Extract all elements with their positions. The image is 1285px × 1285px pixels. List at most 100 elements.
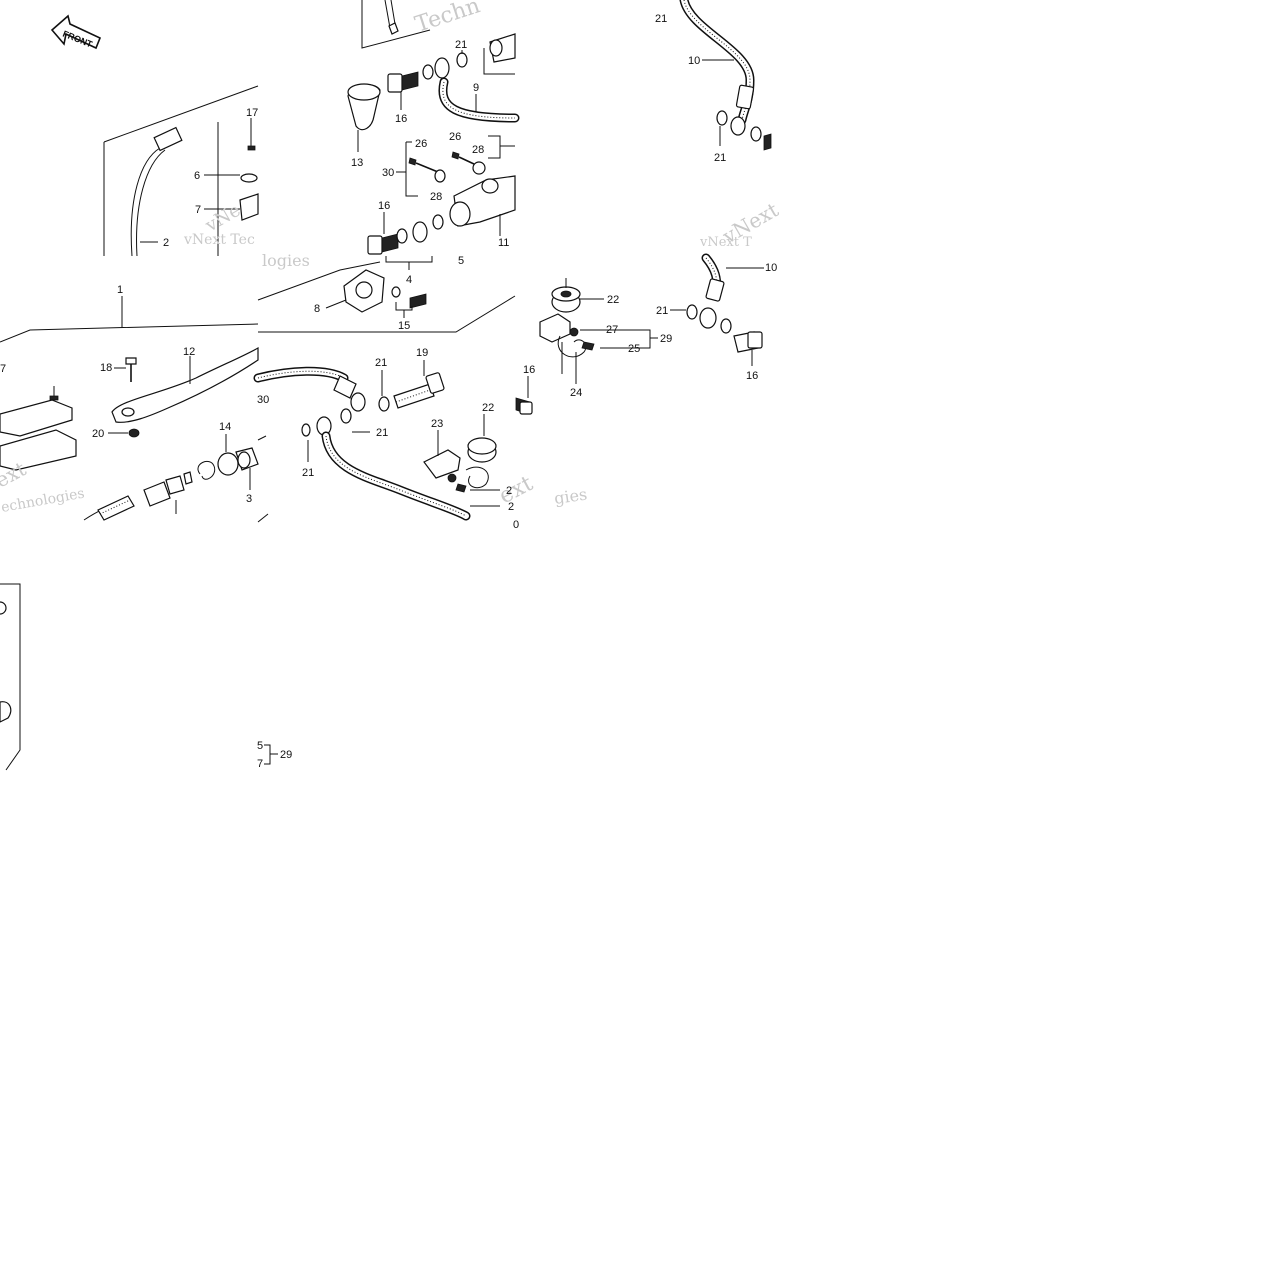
brake-lever (111, 346, 259, 423)
washer-part (456, 52, 468, 68)
callout-6: 6 (194, 170, 200, 182)
callout-28: 28 (472, 144, 484, 156)
callout-21: 21 (302, 467, 314, 479)
callout-25: 25 (628, 343, 640, 355)
callout-13: 13 (351, 157, 363, 169)
housing-outline-upper (361, 0, 431, 49)
circlip-part (197, 461, 216, 480)
callout-2: 2 (163, 237, 169, 249)
callout-21: 21 (376, 427, 388, 439)
callout-28: 28 (430, 191, 442, 203)
callout-7: 7 (0, 363, 6, 375)
callout-21: 21 (656, 305, 668, 317)
callout-18: 18 (100, 362, 112, 374)
callout-24: 24 (570, 387, 582, 399)
callout-21: 21 (714, 152, 726, 164)
washer-part (432, 214, 444, 230)
callout-23: 23 (431, 418, 443, 430)
hose-bracket (539, 313, 571, 343)
watermark-text: echnologies (0, 486, 86, 516)
bolt-part (367, 235, 383, 255)
hose-bracket (423, 449, 461, 479)
banjo-part (412, 221, 428, 243)
callout-9: 9 (473, 82, 479, 94)
callout-26: 26 (449, 131, 461, 143)
callout-27: 27 (606, 324, 618, 336)
housing-outline (103, 85, 259, 143)
callout-2: 2 (508, 501, 514, 513)
watermark-text: gies (553, 485, 588, 508)
banjo-part (699, 307, 717, 329)
callout-16: 16 (746, 370, 758, 382)
callout-16: 16 (395, 113, 407, 125)
callout-22: 22 (607, 294, 619, 306)
callout-11: 11 (498, 237, 509, 249)
washer-part (720, 318, 732, 334)
callout-7: 7 (257, 758, 263, 770)
callout-20: 20 (92, 428, 104, 440)
callout-7: 7 (195, 204, 201, 216)
callout-10: 10 (765, 262, 777, 274)
front-arrow-icon: FRONT (50, 14, 102, 50)
switch-body (153, 126, 183, 152)
callout-15: 15 (398, 320, 410, 332)
callout-21: 21 (455, 39, 467, 51)
callout-19: 19 (416, 347, 428, 359)
banjo-part (730, 116, 746, 136)
washer-part (240, 173, 258, 183)
housing-outline (0, 583, 21, 771)
callout-3: 3 (246, 493, 252, 505)
hose-fitting (735, 84, 755, 110)
callout-17: 17 (246, 107, 258, 119)
washer-part (716, 110, 728, 126)
callout-21: 21 (655, 13, 667, 25)
callout-10: 10 (688, 55, 700, 67)
washer-part (396, 228, 408, 244)
housing-outline (0, 323, 259, 343)
callout-4: 4 (406, 274, 412, 286)
callout-1: 1 (117, 284, 123, 296)
banjo-part (350, 392, 366, 412)
washer-part (422, 64, 434, 80)
callout-8: 8 (314, 303, 320, 315)
watermark-text: vNext T (699, 235, 752, 250)
washer-part (340, 408, 352, 424)
washer-part (378, 396, 390, 412)
hose-fitting (705, 278, 725, 302)
bolt-part (387, 73, 403, 93)
callout-30: 30 (257, 394, 269, 406)
banjo-part (434, 57, 450, 79)
callout-26: 26 (415, 138, 427, 150)
watermark-text: ext (495, 471, 537, 509)
boot-part (217, 452, 239, 476)
screw-part (247, 145, 256, 151)
reservoir-cap (0, 399, 73, 437)
callout-22: 22 (482, 402, 494, 414)
bleeder-part (415, 162, 439, 173)
callout-2: 2 (506, 485, 512, 497)
bolt-part (519, 401, 533, 415)
reservoir-body (0, 429, 77, 471)
callout-5: 5 (257, 740, 263, 752)
bracket-part (239, 193, 259, 221)
callout-29: 29 (280, 749, 292, 761)
callout-5: 5 (458, 255, 464, 267)
watermark-text: Techn (412, 0, 483, 38)
pivot-bolt (125, 357, 137, 365)
front-label: FRONT (61, 29, 94, 50)
callout-16: 16 (378, 200, 390, 212)
washer-part (301, 423, 311, 437)
callout-16: 16 (523, 364, 535, 376)
cable-part (130, 147, 161, 257)
callout-29: 29 (660, 333, 672, 345)
callout-30: 30 (382, 167, 394, 179)
piston-part (143, 481, 171, 507)
washer-part (686, 304, 698, 320)
spring-part (97, 495, 135, 521)
nut-part (128, 428, 140, 438)
callout-21: 21 (375, 357, 387, 369)
housing-outline-lower (257, 261, 381, 301)
callout-12: 12 (183, 346, 195, 358)
watermark-text: vNext Tec (183, 232, 255, 248)
